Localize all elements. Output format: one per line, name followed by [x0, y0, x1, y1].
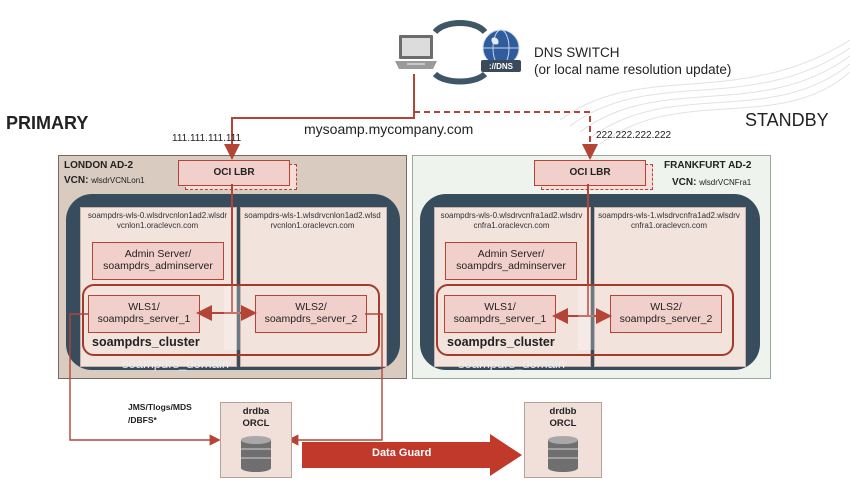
london-admin-line2: soampdrs_adminserver — [103, 260, 213, 272]
frankfurt-vcn-label: VCN: wlsdrVCNFra1 — [672, 177, 751, 188]
db-standby: drdbb ORCL — [524, 402, 602, 478]
laptop-icon — [395, 35, 437, 69]
london-wls2-line1: WLS2/ — [295, 301, 327, 313]
frankfurt-host-2-label: soampdrs-wls-1.wlsdrvcnfra1ad2.wlsdrvcnf… — [598, 211, 740, 230]
frankfurt-cluster-label: soampdrs_cluster — [447, 335, 555, 349]
frankfurt-wls2-line1: WLS2/ — [650, 301, 682, 313]
db-standby-name: drdbb — [549, 406, 577, 417]
frankfurt-admin-line1: Admin Server/ — [477, 248, 545, 260]
frankfurt-host-1-label: soampdrs-wls-0.wlsdrvcnfra1ad2.wlsdrvcnf… — [440, 211, 583, 230]
london-host-2-label: soampdrs-wls-1.wlsdrvcnlon1ad2.wlsdrvcnl… — [244, 211, 381, 230]
london-domain-label: soampdrs_domain — [122, 356, 229, 371]
london-vcn-name: wlsdrVCNLon1 — [91, 176, 145, 185]
london-region-label: LONDON AD-2 — [64, 160, 134, 171]
frankfurt-host-2 — [594, 207, 746, 367]
london-host-1 — [80, 207, 237, 367]
frankfurt-region-label: FRANKFURT AD-2 — [664, 160, 752, 171]
frankfurt-lbr-label: OCI LBR — [569, 167, 611, 178]
dns-loop-arrow — [432, 20, 488, 85]
frankfurt-admin-line2: soampdrs_adminserver — [456, 260, 566, 272]
db-standby-cylinder-icon — [548, 436, 578, 472]
london-vcn-prefix: VCN: — [64, 175, 89, 186]
london-lbr-label: OCI LBR — [213, 167, 255, 178]
london-vcn-label: VCN: wlsdrVCNLon1 — [64, 175, 145, 186]
london-wls2-line2: soampdrs_server_2 — [264, 313, 358, 325]
storage-label-2: /DBFS* — [128, 415, 157, 425]
frankfurt-cluster — [436, 284, 734, 356]
dns-switch-title: DNS SWITCH — [534, 45, 620, 60]
london-wls1-line2: soampdrs_server_1 — [97, 313, 191, 325]
frankfurt-vcn-name: wlsdrVCNFra1 — [699, 178, 752, 187]
db-primary-sid: ORCL — [242, 418, 270, 429]
data-guard-label: Data Guard — [372, 447, 432, 459]
data-guard-arrow — [302, 434, 522, 476]
london-wls2: WLS2/ soampdrs_server_2 — [255, 295, 367, 333]
frankfurt-wls1: WLS1/ soampdrs_server_1 — [444, 295, 556, 333]
london-host-2 — [240, 207, 387, 367]
db-primary-name: drdba — [242, 406, 270, 417]
frankfurt-wls2-line2: soampdrs_server_2 — [619, 313, 713, 325]
frankfurt-host-1 — [434, 207, 591, 367]
frankfurt-wls1-line2: soampdrs_server_1 — [453, 313, 547, 325]
standby-label: STANDBY — [745, 110, 829, 130]
frankfurt-vcn-prefix: VCN: — [672, 177, 697, 188]
london-wls1: WLS1/ soampdrs_server_1 — [88, 295, 200, 333]
ip-primary: 111.111.111.111 — [172, 133, 242, 144]
decorative-wave — [560, 39, 850, 145]
london-lbr: OCI LBR — [178, 160, 290, 186]
frankfurt-wls2: WLS2/ soampdrs_server_2 — [610, 295, 722, 333]
hostname-label: mysoamp.mycompany.com — [304, 121, 474, 137]
london-wls1-line1: WLS1/ — [128, 301, 160, 313]
db-primary-cylinder-icon — [241, 436, 271, 472]
dns-badge-text: ://DNS — [489, 62, 513, 71]
london-host-1-label: soampdrs-wls-0.wlsdrvcnlon1ad2.wlsdrvcnl… — [87, 211, 228, 230]
dns-switch-subtitle: (or local name resolution update) — [534, 62, 732, 77]
frankfurt-domain-label: soampdrs_domain — [458, 356, 565, 371]
london-admin-line1: Admin Server/ — [124, 248, 192, 260]
primary-label: PRIMARY — [6, 113, 89, 133]
db-standby-sid: ORCL — [549, 418, 577, 429]
storage-label-1: JMS/Tlogs/MDS — [128, 402, 192, 412]
ip-standby: 222.222.222.222 — [596, 130, 672, 141]
frankfurt-lbr: OCI LBR — [534, 160, 646, 186]
dns-globe-icon — [481, 29, 521, 72]
frankfurt-admin-server: Admin Server/ soampdrs_adminserver — [445, 242, 577, 280]
frankfurt-wls1-line1: WLS1/ — [484, 301, 516, 313]
london-cluster-label: soampdrs_cluster — [92, 335, 200, 349]
london-admin-server: Admin Server/ soampdrs_adminserver — [92, 242, 224, 280]
db-primary: drdba ORCL — [220, 402, 292, 478]
